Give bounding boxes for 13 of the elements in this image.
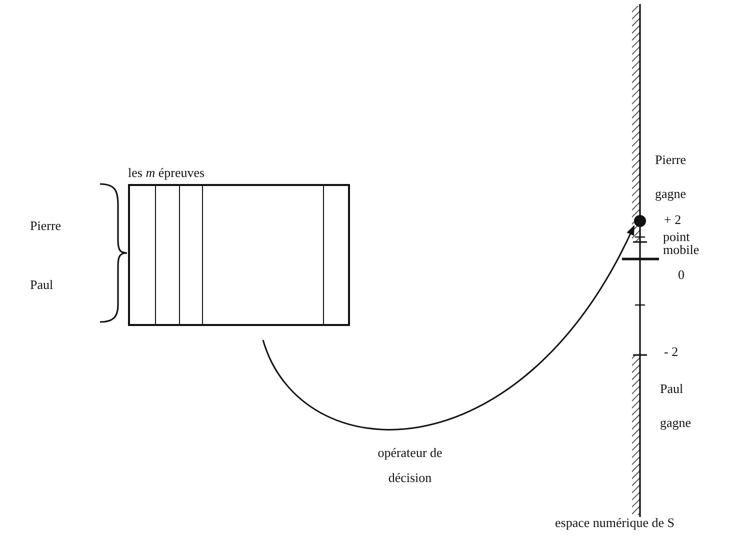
tick-label: - 2 <box>664 343 678 361</box>
point-label: point mobile <box>663 230 700 256</box>
tick-label: + 2 <box>664 211 682 229</box>
tick-label: 0 <box>678 266 684 284</box>
axis-label: espace numérique de S <box>555 514 674 532</box>
edge-label: opérateur de décision <box>376 444 444 487</box>
curved-arrow <box>262 225 635 430</box>
region-label: Pierre gagne <box>655 151 688 203</box>
box-heading: les m épreuves <box>128 164 205 182</box>
region-label: Paul gagne <box>660 380 692 432</box>
player-label: Pierre <box>30 217 62 235</box>
moving-point <box>634 215 646 227</box>
player-label: Paul <box>30 276 54 294</box>
